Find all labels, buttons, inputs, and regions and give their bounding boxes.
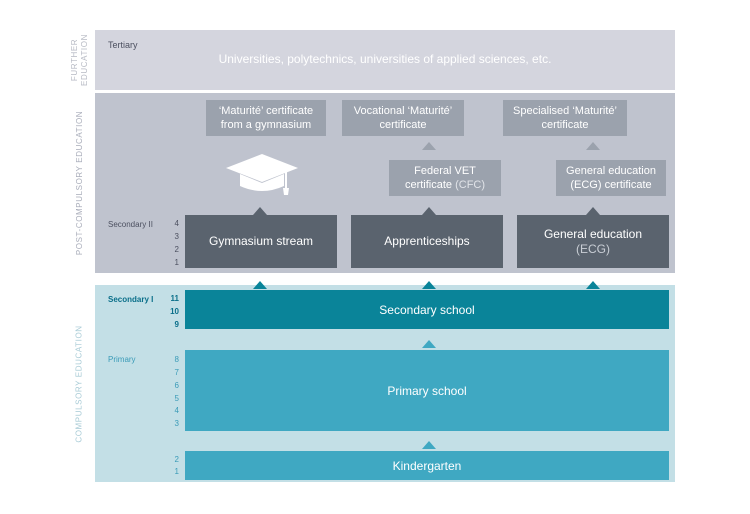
box-label: Apprenticeships xyxy=(384,234,470,248)
certificate-line: ‘Maturité’ certificate xyxy=(218,105,314,117)
certificate-line: Vocational ‘Maturité’ xyxy=(353,105,453,117)
year-number: 10 xyxy=(170,307,179,316)
certificate-line: certificate xyxy=(541,119,589,131)
box-label: Gymnasium stream xyxy=(208,234,314,248)
year-number: 4 xyxy=(174,219,179,228)
year-number: 11 xyxy=(170,294,179,303)
year-number: 1 xyxy=(174,467,179,476)
secondary-school-box: Secondary school xyxy=(185,290,669,329)
certificate-line: certificate xyxy=(404,179,453,191)
kindergarten-box: Kindergarten xyxy=(185,451,669,480)
arrow-up-icon xyxy=(422,281,436,289)
arrow-up-icon xyxy=(422,207,436,215)
secondary-ii-label: Secondary II xyxy=(108,220,153,229)
arrow-up-icon xyxy=(422,142,436,150)
primary-label: Primary xyxy=(108,355,136,364)
arrow-up-icon xyxy=(253,281,267,289)
certificate-line: certificate xyxy=(379,119,427,131)
certificate-line: (ECG) certificate xyxy=(570,179,652,191)
certificate-line: Federal VET xyxy=(414,165,476,177)
general-education-certificate: General education (ECG) certificate xyxy=(556,160,666,196)
gymnasium-maturite-certificate: ‘Maturité’ certificate from a gymnasium xyxy=(206,100,326,136)
general-education-ecg-box: General education (ECG) xyxy=(517,215,669,268)
certificate-line: from a gymnasium xyxy=(220,119,312,131)
secondary-i-label: Secondary I xyxy=(108,295,154,304)
tertiary-description: Universities, polytechnics, universities… xyxy=(218,52,552,66)
arrow-up-icon xyxy=(253,207,267,215)
vocational-maturite-certificate: Vocational ‘Maturité’ certificate xyxy=(342,100,464,136)
arrow-up-icon xyxy=(422,340,436,348)
arrow-up-icon xyxy=(586,207,600,215)
certificate-line: Specialised ‘Maturité’ xyxy=(513,105,617,117)
tertiary-label: Tertiary xyxy=(108,40,138,50)
gymnasium-stream-box: Gymnasium stream xyxy=(185,215,337,268)
certificate-line: General education xyxy=(566,165,656,177)
further-education-label: Further education xyxy=(70,34,89,86)
year-number: 5 xyxy=(174,394,179,403)
year-number: 3 xyxy=(174,232,179,241)
post-compulsory-label: Post-compulsory education xyxy=(75,110,85,256)
certificate-abbreviation: (CFC) xyxy=(455,179,486,191)
federal-vet-certificate: Federal VET certificate (CFC) xyxy=(389,160,501,196)
year-number: 7 xyxy=(174,368,179,377)
arrow-up-icon xyxy=(586,281,600,289)
year-number: 1 xyxy=(174,258,179,267)
year-number: 9 xyxy=(174,320,179,329)
primary-school-box: Primary school xyxy=(185,350,669,431)
box-label: Secondary school xyxy=(379,302,475,317)
year-number: 2 xyxy=(174,455,179,464)
box-label: Kindergarten xyxy=(392,458,462,473)
compulsory-label: Compulsory education xyxy=(75,324,85,443)
graduation-cap-icon xyxy=(224,152,300,198)
specialised-maturite-certificate: Specialised ‘Maturité’ certificate xyxy=(503,100,627,136)
box-label: General education xyxy=(543,226,643,241)
tertiary-band xyxy=(95,30,675,90)
year-number: 8 xyxy=(174,355,179,364)
box-sublabel: (ECG) xyxy=(576,241,610,256)
year-number: 6 xyxy=(174,381,179,390)
year-number: 2 xyxy=(174,245,179,254)
box-label: Primary school xyxy=(387,383,467,398)
apprenticeships-box: Apprenticeships xyxy=(351,215,503,268)
arrow-up-icon xyxy=(422,441,436,449)
year-number: 3 xyxy=(174,419,179,428)
arrow-up-icon xyxy=(586,142,600,150)
year-number: 4 xyxy=(174,406,179,415)
